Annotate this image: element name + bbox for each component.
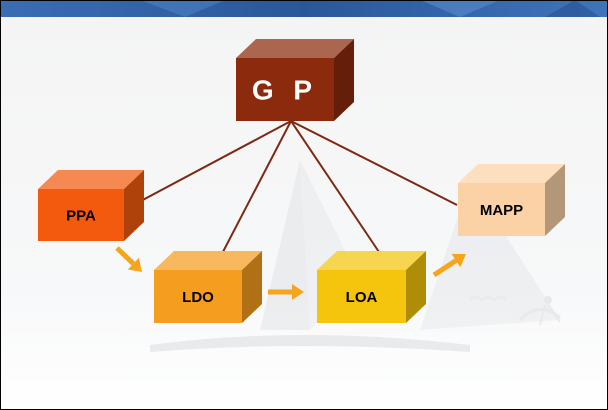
- ldo-box: LDO: [154, 251, 262, 323]
- loa-box: LOA: [317, 251, 426, 323]
- loa-box-label: LOA: [346, 289, 378, 306]
- mapp-box: MAPP: [458, 164, 565, 236]
- mapp-box-label: MAPP: [480, 202, 523, 219]
- ppa-box-label: PPA: [66, 207, 96, 224]
- gp-box-label: G P: [252, 75, 318, 106]
- header-banner: [0, 0, 608, 17]
- connector-line-mapp: [290, 120, 458, 206]
- flow-arrow-ldo-to-loa: [268, 284, 304, 300]
- connector-line-loa: [290, 120, 380, 253]
- connector-line-ldo: [212, 120, 292, 272]
- gp-box: G P: [236, 39, 354, 121]
- flow-arrow-loa-to-mapp: [432, 253, 466, 278]
- flow-arrow-ppa-to-ldo: [115, 246, 142, 272]
- connector-line-ppa: [123, 120, 292, 211]
- ppa-box: PPA: [38, 170, 144, 241]
- ldo-box-label: LDO: [182, 289, 214, 306]
